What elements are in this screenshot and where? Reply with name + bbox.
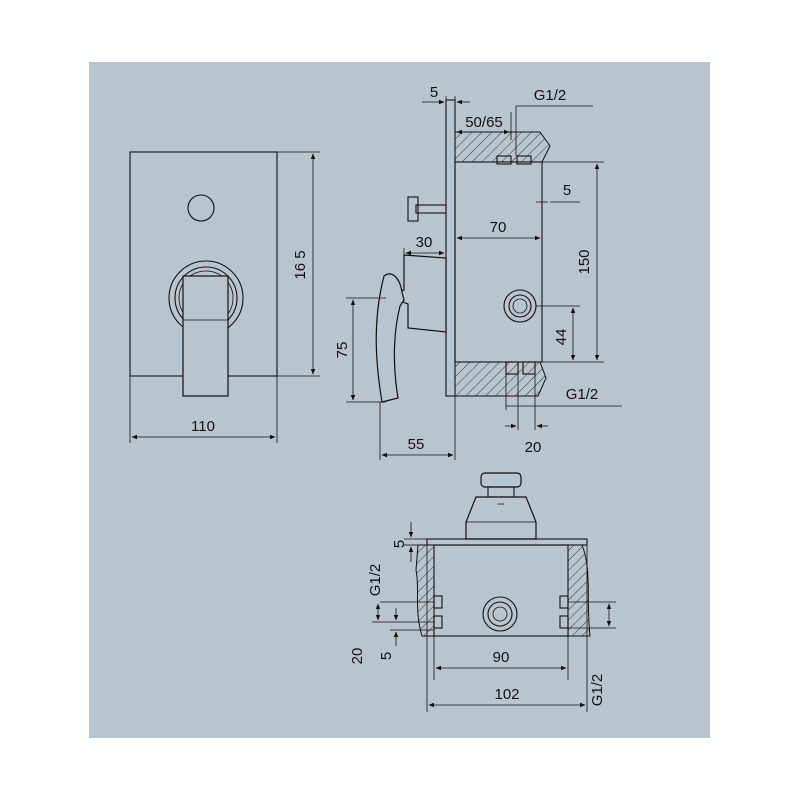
diverter-knob-icon [187,194,215,222]
top-inner-width-label: 90 [493,649,510,666]
top-valve-body [433,544,569,637]
drawing-background [89,62,710,738]
side-plate-offset-label: 5 [430,84,438,101]
front-height-label: 16 5 [292,250,309,279]
top-knob-cap [480,472,522,488]
valve-body [454,161,543,363]
side-body-depth-label: 70 [490,219,507,236]
front-view: 16 5 110 [129,151,320,443]
top-plate-label: 5 [391,540,408,548]
top-spacing-label: 20 [349,648,366,665]
side-depth-range-label: 50/65 [465,114,503,131]
side-projection-label: 55 [408,436,425,453]
side-thread-bottom-label: G1/2 [566,386,599,403]
top-wall-right [567,544,591,637]
top-offset-label: 5 [378,652,395,660]
wall-section-bottom [454,361,547,397]
lever-handle [182,275,229,397]
front-width-label: 110 [191,418,215,435]
top-outer-width-label: 102 [494,686,519,703]
wall-section-top [454,131,551,163]
side-thread-spacing-label: 20 [525,439,542,456]
side-lever-height-label: 75 [334,342,351,359]
side-stem-label: 30 [416,234,433,251]
side-outlet-height-label: 44 [553,329,570,346]
top-outlet-port-icon [482,596,518,632]
diverter-knob-side [407,196,419,222]
side-view: 5 50/65 G1/2 5 70 30 150 44 75 [334,84,622,460]
top-thread-right-label: G1/2 [589,674,606,707]
top-thread-left-label: G1/2 [367,564,384,597]
top-wall-left [415,544,435,637]
side-thread-top-label: G1/2 [534,87,567,104]
side-inner-offset-label: 5 [563,182,571,199]
side-total-height-label: 150 [576,249,593,274]
top-stem-housing [465,496,537,540]
top-view: 5 G1/2 20 5 90 102 G1/2 [349,472,616,712]
